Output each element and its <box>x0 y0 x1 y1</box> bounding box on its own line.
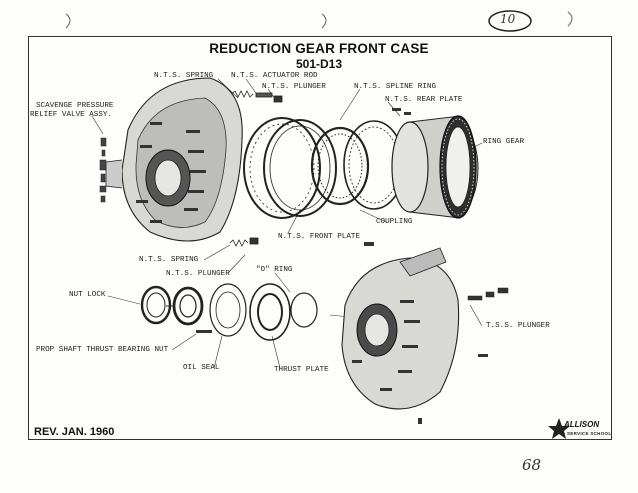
nts-spring-plunger-mid <box>229 237 259 247</box>
drawing-title: REDUCTION GEAR FRONT CASE <box>209 41 429 56</box>
tss-plunger <box>467 287 509 301</box>
prop-shaft-thrust-bearing-nut <box>166 286 204 326</box>
label-scavenge-line1: SCAVENGE PRESSURE <box>36 102 114 110</box>
label-nts-spring-top: N.T.S. SPRING <box>154 72 214 80</box>
label-nts-plunger-top: N.T.S. PLUNGER <box>262 83 326 91</box>
handwritten-page-number: 68 <box>522 456 542 474</box>
label-thrust-plate: THRUST PLATE <box>274 366 329 374</box>
allison-logo-mark <box>548 418 570 439</box>
handwritten-circled-note: 10 <box>500 12 516 26</box>
label-nts-actuator-rod: N.T.S. ACTUATOR ROD <box>231 72 318 80</box>
nts-front-plate-rings <box>243 117 337 219</box>
logo-subtext: SERVICE SCHOOL <box>567 431 612 436</box>
label-ring-gear: RING GEAR <box>483 138 525 146</box>
revision-date: REV. JAN. 1960 <box>34 426 115 438</box>
label-oil-seal: OIL SEAL <box>183 364 220 372</box>
ring-gear <box>391 115 479 219</box>
label-nts-front-plate: N.T.S. FRONT PLATE <box>278 233 361 241</box>
binder-marks <box>65 11 573 29</box>
nut-lock <box>140 285 172 325</box>
label-prop-shaft-thrust-bearing-nut: PROP SHAFT THRUST BEARING NUT <box>36 346 169 354</box>
o-ring <box>290 292 318 328</box>
label-nts-plunger-mid: N.T.S. PLUNGER <box>166 270 230 278</box>
nts-spring-rod-plunger-top <box>231 90 283 103</box>
label-o-ring: "O" RING <box>256 266 293 274</box>
part-number: 501-D13 <box>295 57 343 71</box>
oil-seal <box>209 283 247 337</box>
logo-wordmark: ALLISON <box>564 420 600 429</box>
lower-small-bolts <box>364 242 488 424</box>
label-nts-spline-ring: N.T.S. SPLINE RING <box>354 83 437 91</box>
reduction-gear-front-case-housing <box>105 77 243 242</box>
lower-case-housing <box>341 247 460 410</box>
label-tss-plunger: T.S.S. PLUNGER <box>486 322 550 330</box>
thrust-plate <box>249 283 291 341</box>
circled-note <box>488 10 532 32</box>
drawing-frame <box>28 36 612 440</box>
label-scavenge-line2: RELIEF VALVE ASSY. <box>30 111 113 119</box>
label-nut-lock: NUT LOCK <box>69 291 106 299</box>
rear-plate-bolts <box>392 108 411 115</box>
scavenge-relief-valve-parts <box>99 137 107 203</box>
label-nts-rear-plate: N.T.S. REAR PLATE <box>385 96 463 104</box>
small-bolt <box>196 330 212 333</box>
label-coupling: COUPLING <box>376 218 413 226</box>
label-nts-spring-mid: N.T.S. SPRING <box>139 256 199 264</box>
